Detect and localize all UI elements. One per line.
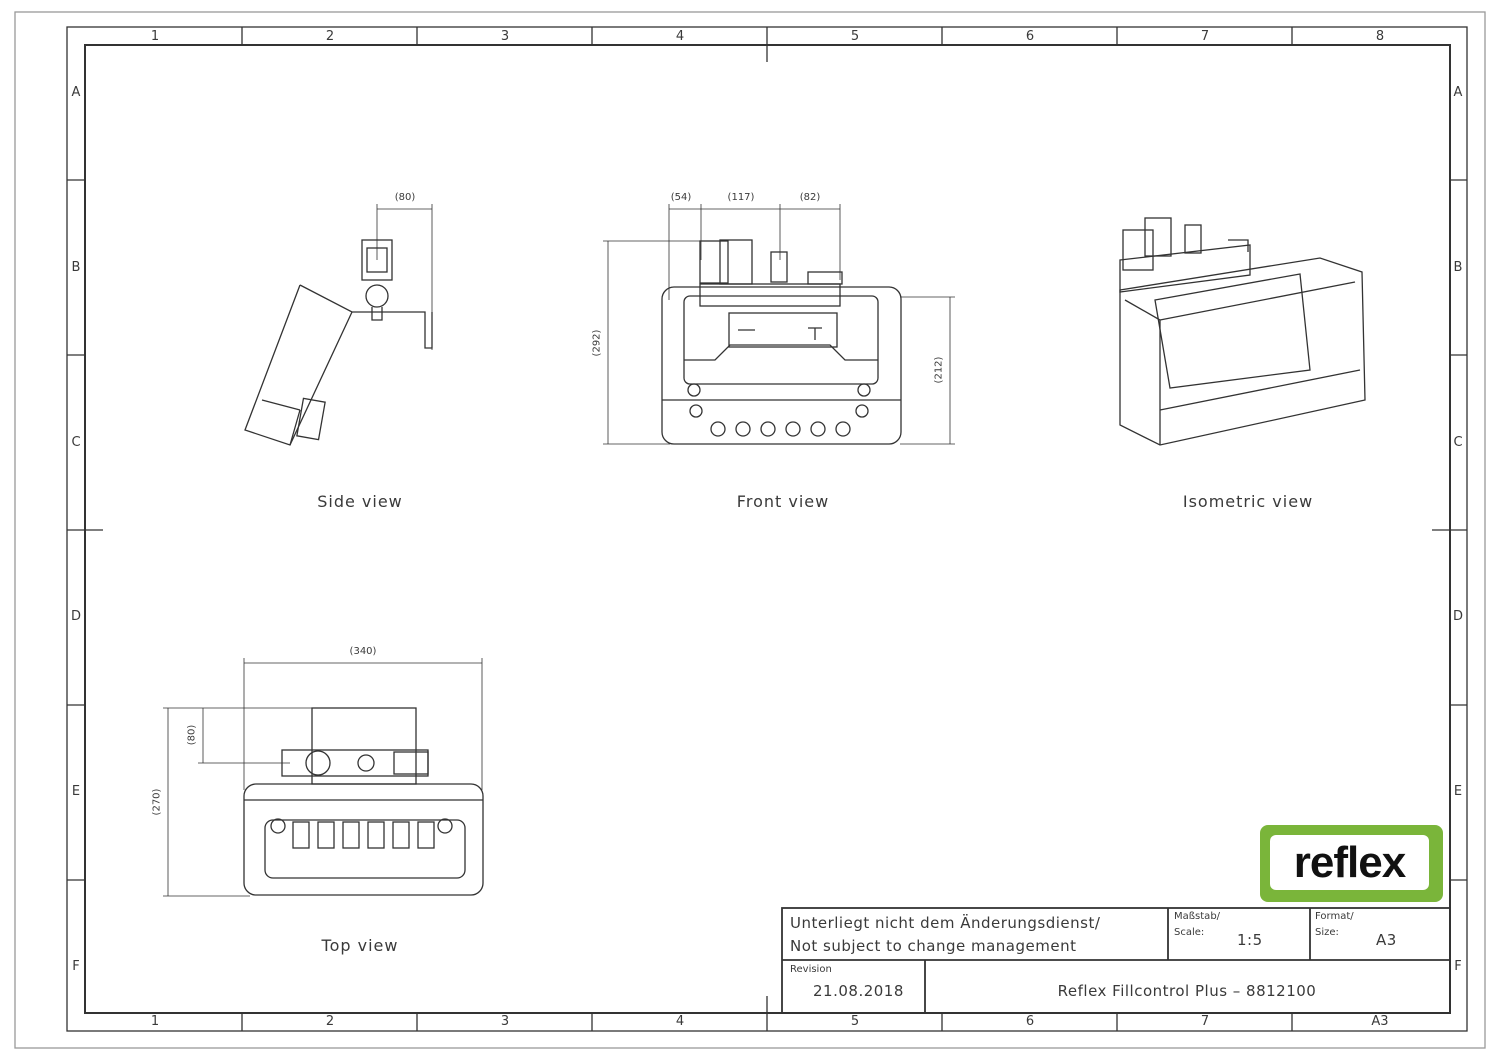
isometric-view-label: Isometric view <box>1182 492 1314 511</box>
reflex-logo: reflex <box>1260 825 1443 902</box>
front-view-label: Front view <box>736 492 830 511</box>
col-label-8: 8 <box>1375 29 1385 44</box>
col-label-5: 5 <box>850 29 860 44</box>
revision-date: 21.08.2018 <box>813 982 904 1000</box>
top-view-label: Top view <box>321 936 399 955</box>
col-label-3: 3 <box>500 29 510 44</box>
title-block-lines <box>781 907 1451 1014</box>
col-label-bottom-2: 2 <box>325 1014 335 1029</box>
col-label-4: 4 <box>675 29 685 44</box>
col-label-7: 7 <box>1200 29 1210 44</box>
front-dim-82: (82) <box>799 192 821 203</box>
row-label-b-right: B <box>1453 260 1463 275</box>
col-label-bottom-1: 1 <box>150 1014 160 1029</box>
side-view-drawing <box>244 204 433 446</box>
row-label-a: A <box>71 85 81 100</box>
sheet-edge <box>14 11 1486 1049</box>
isometric-view-drawing <box>1119 217 1366 446</box>
note-english: Not subject to change management <box>790 937 1077 955</box>
front-dim-117: (117) <box>727 192 755 203</box>
revision-label: Revision <box>790 964 832 975</box>
col-label-6: 6 <box>1025 29 1035 44</box>
side-dim-80: (80) <box>394 192 416 203</box>
inner-frame <box>84 44 1451 1014</box>
row-label-b: B <box>71 260 81 275</box>
top-dim-80: (80) <box>186 724 198 746</box>
note-german: Unterliegt nicht dem Änderungsdienst/ <box>790 914 1101 932</box>
col-label-1: 1 <box>150 29 160 44</box>
front-dim-54: (54) <box>670 192 692 203</box>
top-dim-270: (270) <box>151 788 163 816</box>
outer-frame <box>66 26 1468 1032</box>
col-label-bottom-6: 6 <box>1025 1014 1035 1029</box>
row-label-c-right: C <box>1453 435 1463 450</box>
row-label-a-right: A <box>1453 85 1463 100</box>
front-view-drawing <box>603 204 955 445</box>
col-label-bottom-5: 5 <box>850 1014 860 1029</box>
row-label-d-right: D <box>1452 609 1464 624</box>
scale-value: 1:5 <box>1237 931 1263 949</box>
col-label-bottom-8: A3 <box>1371 1014 1389 1029</box>
cable-glands <box>687 383 871 437</box>
top-dim-340: (340) <box>349 646 377 657</box>
scale-label-de: Maßstab/ <box>1174 911 1221 922</box>
col-label-2: 2 <box>325 29 335 44</box>
col-label-bottom-3: 3 <box>500 1014 510 1029</box>
row-label-f-right: F <box>1454 959 1462 974</box>
row-label-f: F <box>72 959 80 974</box>
scale-label-en: Scale: <box>1174 927 1205 938</box>
row-label-e: E <box>71 784 81 799</box>
col-label-bottom-4: 4 <box>675 1014 685 1029</box>
front-dim-212: (212) <box>933 356 945 384</box>
row-label-c: C <box>71 435 81 450</box>
top-view-drawing <box>163 658 484 897</box>
logo-text: reflex <box>1270 835 1429 890</box>
grid-ticks <box>67 27 1467 1031</box>
format-value: A3 <box>1376 931 1397 949</box>
row-label-d: D <box>70 609 82 624</box>
front-dim-292: (292) <box>591 329 603 357</box>
side-view-label: Side view <box>317 492 403 511</box>
row-label-e-right: E <box>1453 784 1463 799</box>
col-label-bottom-7: 7 <box>1200 1014 1210 1029</box>
format-label-en: Size: <box>1315 927 1339 938</box>
top-glands <box>270 818 453 849</box>
drawing-title: Reflex Fillcontrol Plus – 8812100 <box>1057 982 1317 1000</box>
format-label-de: Format/ <box>1315 911 1354 922</box>
